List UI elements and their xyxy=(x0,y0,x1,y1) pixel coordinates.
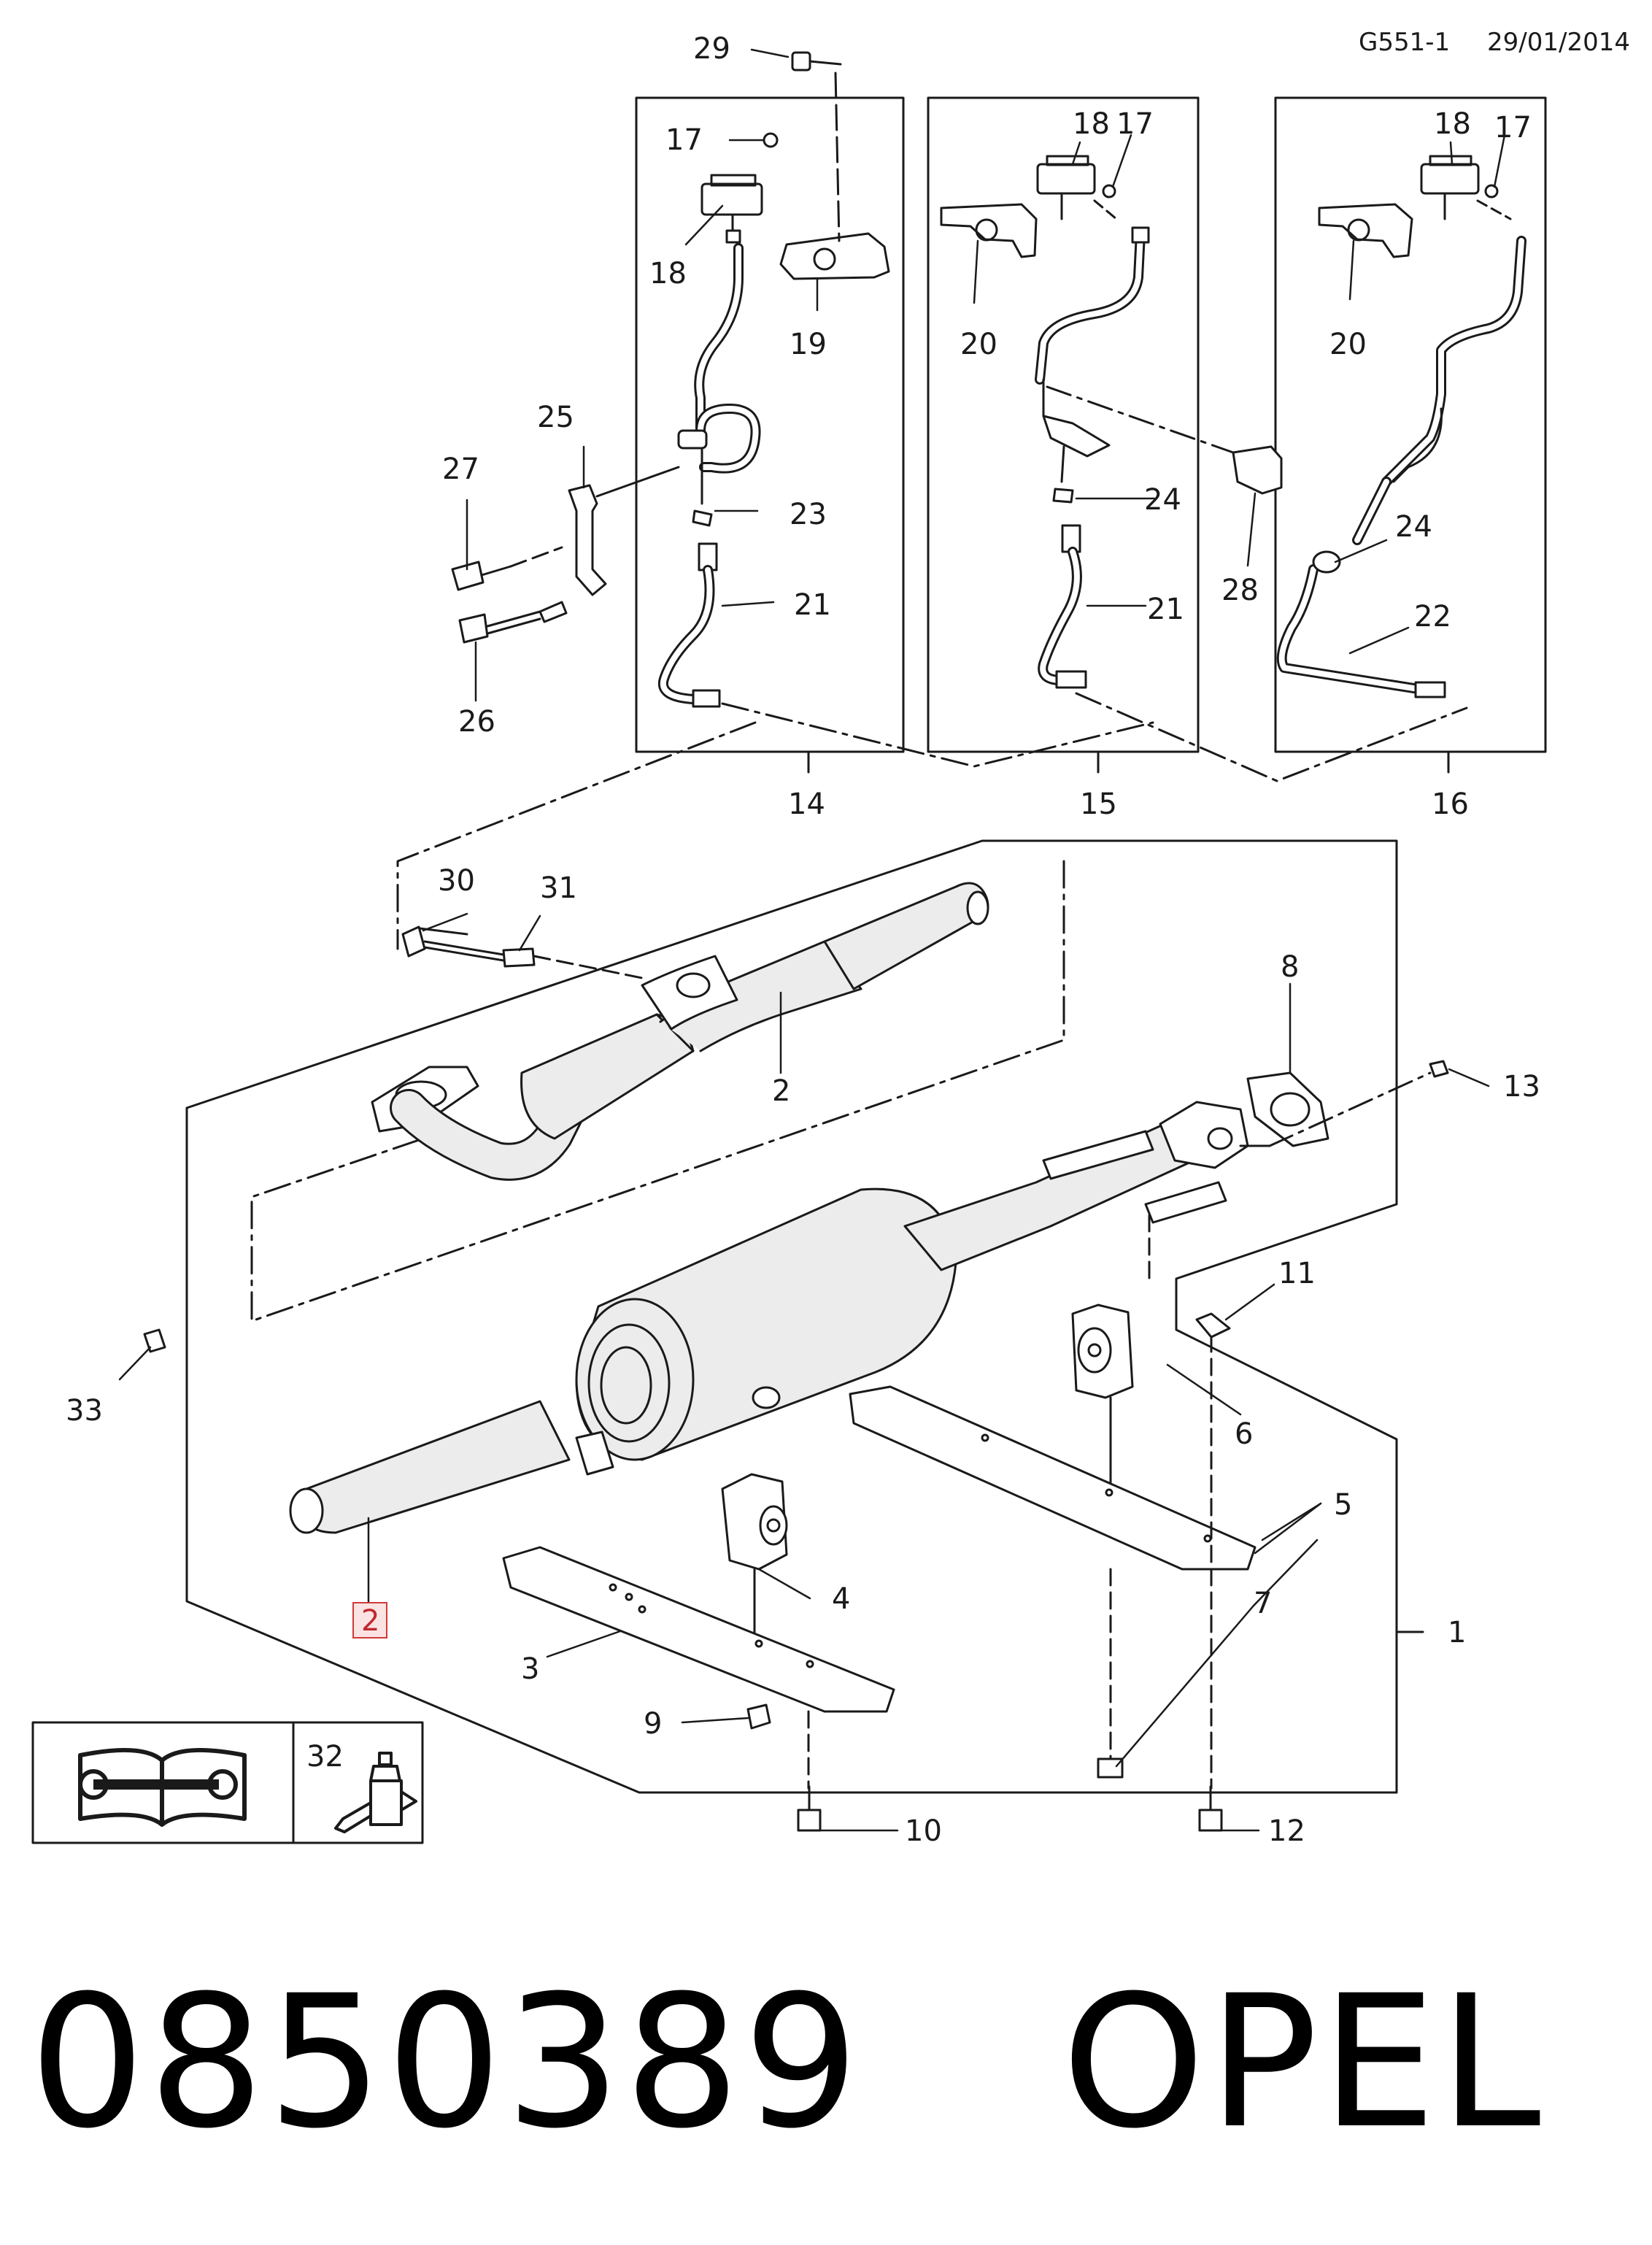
callout-29: 29 xyxy=(693,32,730,66)
callout-20b: 20 xyxy=(1329,328,1367,361)
callout-14: 14 xyxy=(788,788,825,821)
callout-17a: 17 xyxy=(665,123,703,157)
callout-3: 3 xyxy=(521,1652,539,1686)
callout-2-highlighted: 2 xyxy=(361,1604,379,1638)
callout-21b: 21 xyxy=(1147,593,1184,626)
highlighted-part-box xyxy=(352,1602,387,1638)
sensor-kit-frame-15 xyxy=(927,96,1200,753)
callouts: 29 17 18 19 23 21 25 27 26 18 17 20 24 2… xyxy=(66,32,1540,1848)
rubber-hanger-4 xyxy=(721,1473,788,1655)
callout-2: 2 xyxy=(772,1074,790,1108)
sensor-kit-frame-14 xyxy=(635,96,905,753)
callout-26: 26 xyxy=(458,705,495,739)
callout-33: 33 xyxy=(66,1394,103,1428)
callout-27: 27 xyxy=(442,453,479,486)
callout-8: 8 xyxy=(1281,950,1299,984)
legend-box xyxy=(31,1721,424,1844)
part-caption: 0850389 OPEL xyxy=(29,1956,1544,2168)
muffler-assembly xyxy=(289,1060,1449,1534)
callout-13: 13 xyxy=(1503,1070,1540,1104)
sensor-kit-16 xyxy=(1276,155,1526,698)
callout-4: 4 xyxy=(832,1582,850,1616)
callout-28: 28 xyxy=(1221,574,1259,607)
callout-6: 6 xyxy=(1235,1417,1253,1451)
callout-12: 12 xyxy=(1268,1814,1305,1848)
diagram-date: 29/01/2014 xyxy=(1487,28,1630,57)
callout-18b: 18 xyxy=(1073,107,1110,141)
exhaust-system-diagram: 29 17 18 19 23 21 25 27 26 18 17 20 24 2… xyxy=(31,32,1547,1848)
callout-22: 22 xyxy=(1414,600,1451,634)
callout-10: 10 xyxy=(905,1814,942,1848)
callout-23: 23 xyxy=(790,498,827,531)
clip-11 xyxy=(1195,1312,1231,1339)
sensor-kit-14 xyxy=(451,51,890,708)
rubber-hanger-6 xyxy=(1071,1214,1151,1490)
callout-24b: 24 xyxy=(1395,510,1432,544)
repair-manual-icon xyxy=(78,1748,247,1827)
callout-32: 32 xyxy=(306,1740,344,1774)
main-assembly-outline xyxy=(185,839,1398,1794)
callout-31: 31 xyxy=(540,871,577,905)
callout-17c: 17 xyxy=(1494,111,1532,145)
callout-24a: 24 xyxy=(1144,483,1181,517)
brand-name: OPEL xyxy=(1061,1956,1544,2168)
nut-7 xyxy=(1097,1757,1124,1779)
diagram-code: G551-1 xyxy=(1359,28,1451,57)
nut-33 xyxy=(143,1328,166,1353)
callout-19: 19 xyxy=(790,328,827,361)
callout-7: 7 xyxy=(1254,1587,1272,1620)
callout-16: 16 xyxy=(1432,788,1469,821)
callout-30: 30 xyxy=(438,864,475,898)
callout-15: 15 xyxy=(1080,788,1117,821)
callout-11: 11 xyxy=(1278,1257,1316,1290)
callout-18a: 18 xyxy=(649,257,687,290)
sealant-applicator-icon xyxy=(334,1752,417,1833)
support-bracket-5 xyxy=(849,1334,1257,1790)
leader-lines xyxy=(118,48,1506,1832)
callout-1: 1 xyxy=(1448,1616,1466,1649)
sensor-kit-frame-16 xyxy=(1274,96,1547,753)
front-pipe-catalyst xyxy=(250,860,1065,1322)
callout-9: 9 xyxy=(644,1707,662,1741)
callout-25: 25 xyxy=(537,401,574,434)
callout-17b: 17 xyxy=(1116,107,1154,141)
sensor-kit-15 xyxy=(940,155,1283,689)
support-bracket-3 xyxy=(502,1546,895,1790)
callout-18c: 18 xyxy=(1434,107,1471,141)
part-number: 0850389 xyxy=(29,1956,862,2168)
callout-5: 5 xyxy=(1334,1488,1352,1522)
callout-20a: 20 xyxy=(960,328,997,361)
callout-21a: 21 xyxy=(794,588,831,622)
